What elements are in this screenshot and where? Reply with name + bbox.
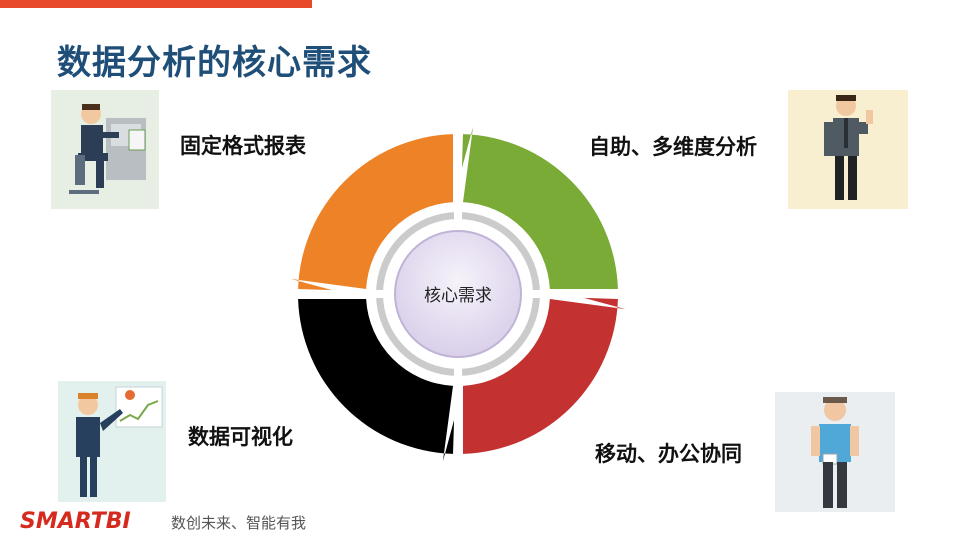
center-label: 核心需求 xyxy=(424,286,492,306)
smartbi-logo: SMARTBI xyxy=(20,509,131,534)
quadrant-self-service-analysis xyxy=(461,126,618,290)
quadrant-fixed-reports xyxy=(290,134,454,291)
quadrant-label-visualization: 数据可视化 xyxy=(188,425,293,449)
quadrant-visualization xyxy=(298,298,455,462)
man-thumbs-up-illustration xyxy=(788,90,908,209)
page-title: 数据分析的核心需求 xyxy=(57,43,372,83)
man-with-tablet-illustration xyxy=(775,392,895,512)
quadrant-label-mobile-office: 移动、办公协同 xyxy=(595,442,742,466)
accent-bar xyxy=(0,0,312,8)
presenter-illustration xyxy=(58,381,166,502)
footer-tagline: 数创未来、智能有我 xyxy=(171,514,307,532)
quadrant-label-fixed-reports: 固定格式报表 xyxy=(180,134,306,158)
center-circle xyxy=(394,230,522,358)
quadrant-mobile-office xyxy=(462,297,626,454)
report-clerk-illustration xyxy=(51,90,159,209)
quadrant-label-self-service-analysis: 自助、多维度分析 xyxy=(589,135,757,159)
